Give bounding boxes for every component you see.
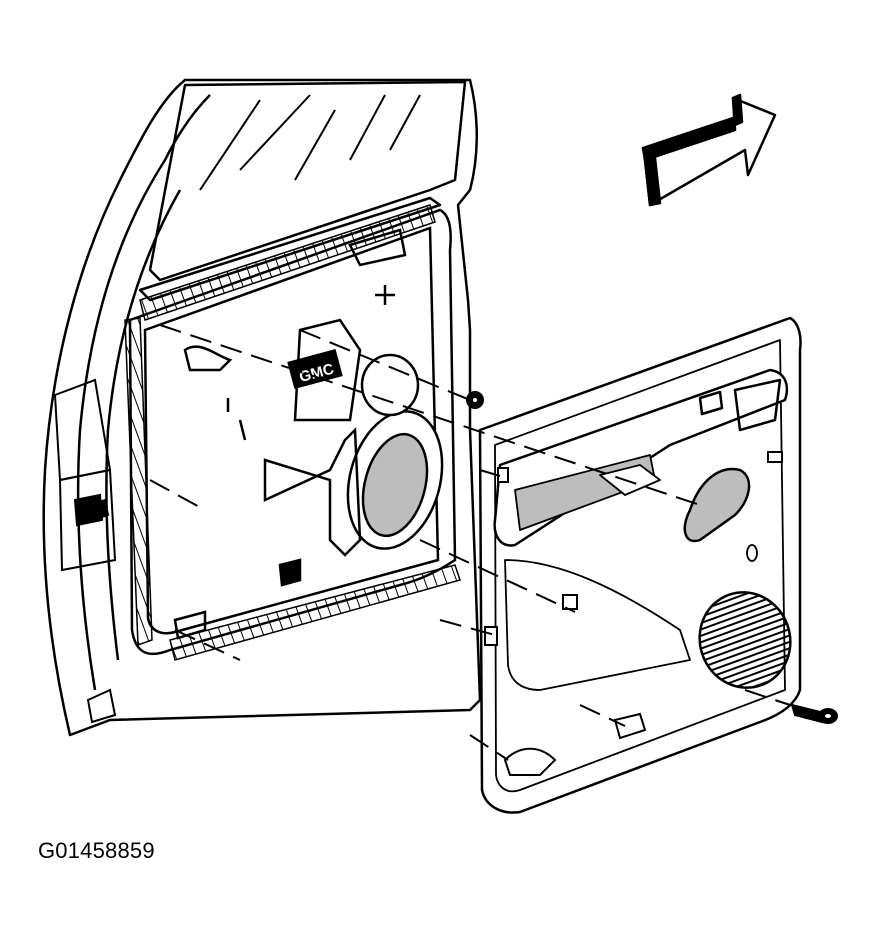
door-seal-bottom <box>169 564 461 661</box>
arrow-front-of-vehicle-icon <box>641 93 777 207</box>
door-speaker <box>346 353 444 550</box>
inner-door-details <box>173 228 407 640</box>
door-outer-edge <box>42 78 482 737</box>
alignment-lines <box>149 324 791 761</box>
door-seal-left <box>124 317 153 647</box>
speaker-grille <box>698 591 792 689</box>
door-hinge-area <box>53 378 117 724</box>
gmc-emblem: GMC <box>287 349 343 389</box>
door-seal-top <box>139 204 436 321</box>
window-frame <box>148 80 467 282</box>
inner-door-panel <box>124 204 461 661</box>
figure-id-label: G01458859 <box>38 838 155 863</box>
screw-icon <box>790 703 838 724</box>
window-glass <box>199 94 421 191</box>
fasteners <box>88 391 484 522</box>
retainer-clips <box>484 451 783 776</box>
door-shell <box>42 78 482 737</box>
door-handle <box>683 467 751 543</box>
door-trim-panel <box>478 316 802 814</box>
